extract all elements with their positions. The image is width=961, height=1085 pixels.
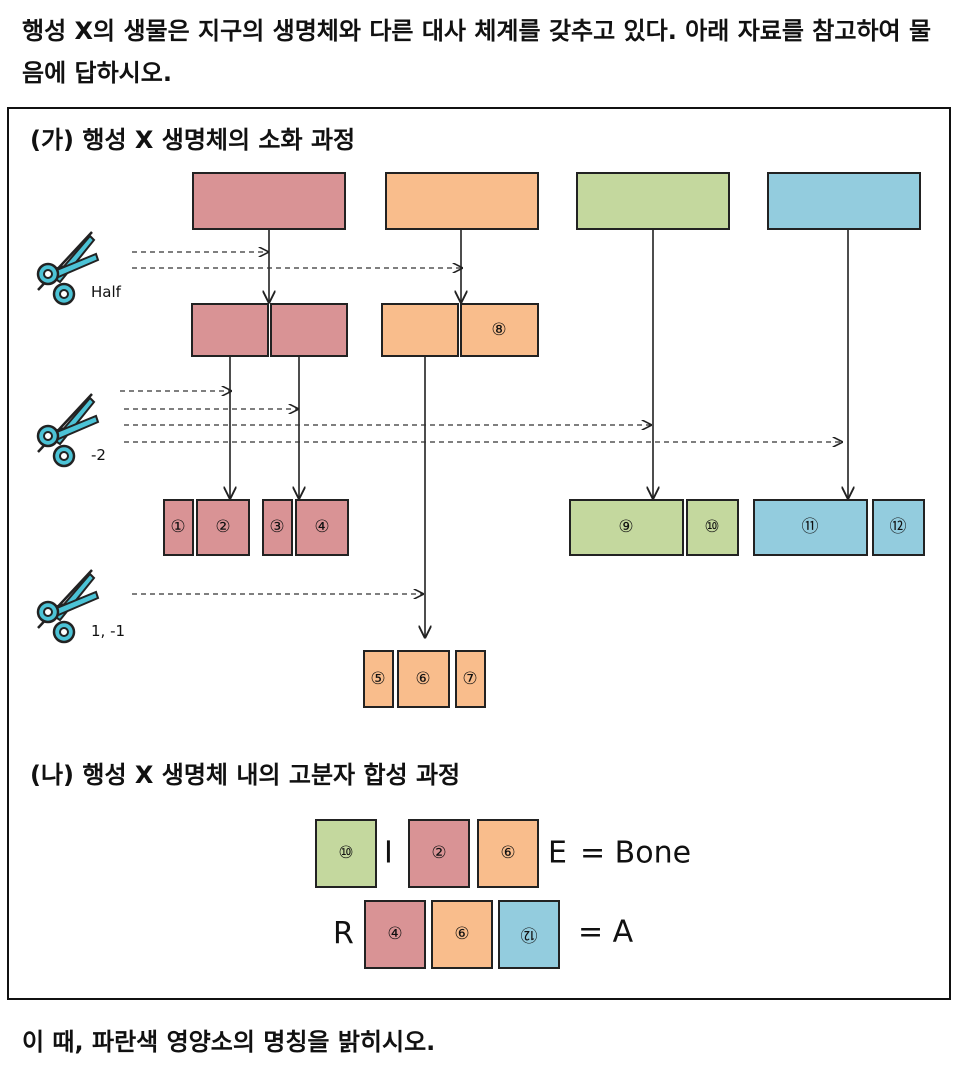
eq2-fragment-6-box [431, 900, 493, 969]
fragment-2-box [196, 499, 250, 556]
intro-text: 행성 X의 생물은 지구의 생명체와 다른 대사 체계를 갖추고 있다. 아래 … [22, 17, 932, 87]
eq2-fragment-4-label: ④ [387, 924, 402, 944]
fragment-6-label: ⑥ [415, 669, 430, 689]
red-half-left [191, 303, 269, 357]
eq1-fragment-6-box [477, 819, 539, 888]
eq1-fragment-10-label: ⑩ [338, 843, 353, 863]
eq2-prefix-letter: R [333, 917, 354, 952]
fragment-3-label: ③ [269, 517, 284, 537]
green-macromolecule [576, 172, 730, 230]
scissors-minus2-icon [36, 392, 100, 468]
figure-frame [7, 107, 951, 1000]
fragment-1-box [163, 499, 194, 556]
eq1-suffix-letter: E [548, 836, 567, 871]
cutter-minus2-label: -2 [91, 446, 106, 464]
cutter-half-label: Half [91, 283, 122, 301]
fragment-11-label: ⑪ [802, 517, 819, 537]
fragment-7-label: ⑦ [462, 669, 477, 689]
fragment-2-label: ② [215, 517, 230, 537]
eq2-fragment-12-box [498, 900, 560, 969]
fragment-1-label: ① [170, 517, 185, 537]
blue-macromolecule [767, 172, 921, 230]
eq1-fragment-10-box [315, 819, 377, 888]
red-macromolecule [192, 172, 346, 230]
eq1-fragment-6-label: ⑥ [500, 843, 515, 863]
fragment-10-box [686, 499, 739, 556]
question-text: 이 때, 파란색 영양소의 명칭을 밝히시오. [22, 1028, 436, 1056]
fragment-11-box [753, 499, 868, 556]
red-half-right [270, 303, 348, 357]
orange-half-left [381, 303, 459, 357]
orange-macromolecule [385, 172, 539, 230]
fragment-7-box [455, 650, 486, 708]
eq1-fragment-2-box [408, 819, 470, 888]
eq2-result: = A [578, 915, 634, 950]
scissors-half-icon [36, 230, 100, 306]
fragment-4-box [295, 499, 349, 556]
scissors-1-minus1-icon [36, 568, 100, 644]
fragment-10-label: ⑩ [704, 517, 719, 537]
eq2-fragment-4-box [364, 900, 426, 969]
fragment-9-label: ⑨ [618, 517, 633, 537]
fragment-8-label: ⑧ [491, 320, 506, 340]
section-a-title: (가) 행성 X 생명체의 소화 과정 [30, 126, 356, 154]
fragment-5-label: ⑤ [370, 669, 385, 689]
fragment-12-label: ⑫ [890, 517, 907, 537]
eq1-result: = Bone [580, 836, 691, 871]
fragment-9-box [569, 499, 684, 556]
eq1-infix-letter: I [384, 836, 393, 871]
fragment-5-box [363, 650, 394, 708]
eq2-fragment-12-label: ⑫ [521, 924, 538, 944]
eq1-fragment-2-label: ② [431, 843, 446, 863]
fragment-8-box [460, 303, 539, 357]
eq2-fragment-6-label: ⑥ [454, 924, 469, 944]
fragment-4-label: ④ [314, 517, 329, 537]
fragment-12-box [872, 499, 925, 556]
section-b-title: (나) 행성 X 생명체 내의 고분자 합성 과정 [30, 761, 461, 789]
cutter-1-minus1-label: 1, -1 [91, 622, 125, 640]
fragment-3-box [262, 499, 293, 556]
fragment-6-box [397, 650, 450, 708]
